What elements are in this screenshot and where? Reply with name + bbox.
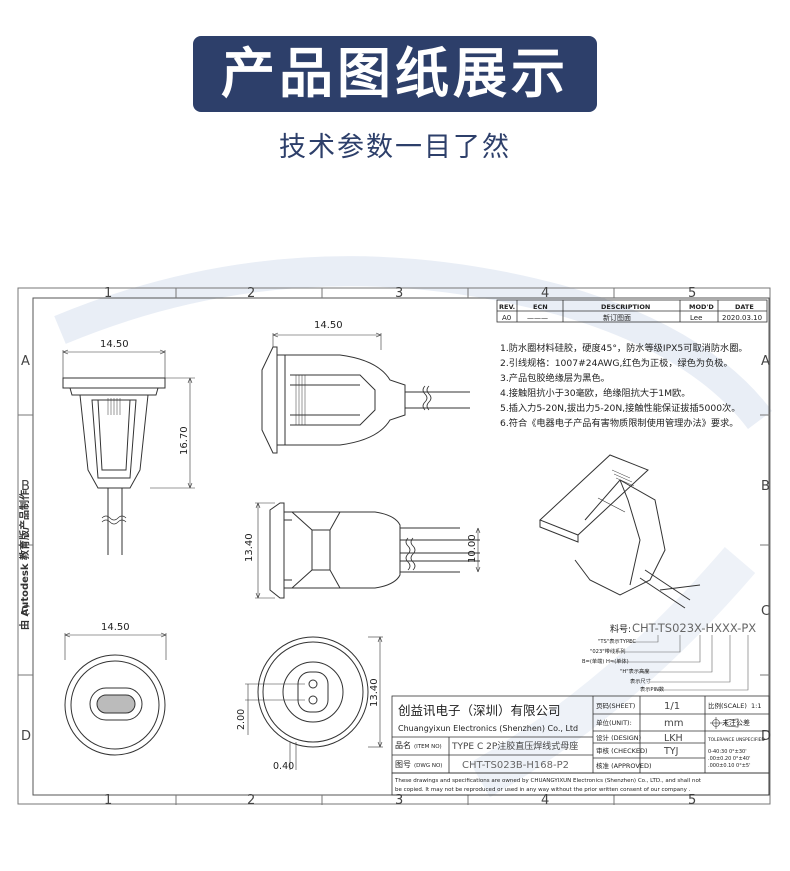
dim-front-height: 16.70: [179, 426, 190, 455]
zone-row-b-right: B: [761, 479, 770, 494]
zone-row-c: C: [21, 604, 30, 619]
zone-row-b: B: [21, 479, 30, 494]
unit-value: mm: [664, 718, 683, 729]
dim-mid-height: 13.40: [244, 533, 255, 562]
rev-cell-rev: A0: [502, 314, 511, 322]
revision-table: [496, 299, 768, 323]
dim-top-width: 14.50: [100, 339, 129, 350]
tolerance-title: 未注公差: [722, 718, 750, 727]
checked-label: 审核 (CHECKED): [596, 746, 648, 755]
unit-label: 单位(UNIT):: [596, 718, 632, 727]
bg-swoosh: [470, 546, 756, 798]
tolerance-subtitle: TOLERANCE UNSPECIFIED: [707, 737, 765, 743]
title-block: [391, 695, 770, 796]
pin-end-view: [245, 636, 383, 770]
scale-label: 比例(SCALE): [708, 701, 747, 710]
zone-col-1: 1: [104, 286, 112, 301]
zone-col-2: 2: [247, 286, 255, 301]
side-watermark-text: 由 Autodesk 教育版产品制作: [18, 490, 31, 630]
page-title: 产品图纸展示: [221, 42, 569, 105]
rev-header-modd: MOD'D: [689, 303, 714, 311]
partno-legend-2: "023"带线系列: [590, 647, 625, 655]
approved-label: 核准 (APPROVED): [596, 761, 652, 770]
sheet-label: 页码(SHEET): [596, 702, 635, 710]
item-label: 品名: [395, 740, 411, 750]
page-subtitle: 技术参数一目了然: [279, 132, 511, 163]
zone-col-1-bottom: 1: [104, 793, 112, 808]
projection-symbol-icon: [710, 717, 739, 729]
outer-frame: [17, 287, 771, 805]
front-view: [62, 349, 195, 555]
item-value: TYPE C 2P注胶直压焊线式母座: [451, 740, 578, 752]
zone-row-a: A: [21, 354, 30, 369]
rev-header-ecn: ECN: [533, 303, 548, 311]
note-5: 5.插入力5-20N,拔出力5-20N,接触性能保证拔插5000次。: [500, 402, 740, 414]
zone-col-4-bottom: 4: [541, 793, 549, 808]
tolerance-line-2: .00±0.20 0°±40': [708, 756, 750, 762]
inner-frame: [32, 297, 770, 796]
item-label-en: (ITEM NO): [414, 744, 442, 750]
zone-col-2-bottom: 2: [247, 793, 255, 808]
zone-col-5: 5: [688, 286, 696, 301]
note-3: 3.产品包胶绝缘层为黑色。: [500, 372, 610, 384]
partno-legend-1: "TS"表示TYPEC: [598, 637, 636, 645]
zone-ticks: [18, 288, 770, 805]
dim-side-width: 14.50: [314, 320, 343, 331]
tolerance-line-3: .000±0.10 0°±5': [708, 763, 750, 769]
footer-note-2: be copied. It may not be reproduced or u…: [395, 787, 691, 793]
zone-row-a-right: A: [761, 354, 770, 369]
top-view: [255, 502, 481, 599]
rev-cell-ecn: ———: [527, 314, 548, 322]
zone-col-3-bottom: 3: [395, 793, 403, 808]
zone-col-5-bottom: 5: [688, 793, 696, 808]
company-name-en: Chuangyixun Electronics (Shenzhen) Co., …: [398, 724, 578, 733]
note-2: 2.引线规格：1007#24AWG,红色为正极，绿色为负极。: [500, 357, 733, 369]
zone-row-c-right: C: [761, 604, 770, 619]
footer-note-1: These drawings and specifications are ow…: [394, 778, 702, 784]
partno-legend-6: 表示PIN数: [640, 685, 665, 693]
partno-value: CHT-TS023X-HXXX-PX: [632, 621, 756, 635]
zone-row-d: D: [21, 729, 31, 744]
dim-mid-right: 10.00: [467, 534, 478, 563]
notes-block: 1.防水圈材料硅胶，硬度45°，防水等级IPX5可取消防水圈。 2.引线规格：1…: [500, 342, 748, 429]
dwg-label-en: (DWG NO): [414, 763, 442, 769]
zone-row-d-right: D: [761, 729, 771, 744]
partno-legend-5: 表示尺寸: [630, 677, 651, 685]
dwg-value: CHT-TS023B-H168-P2: [462, 760, 569, 771]
scale-value: 1:1: [751, 702, 761, 710]
dim-bottom-width: 14.50: [101, 622, 130, 633]
note-4: 4.接触阻抗小于30毫欧，绝缘阻抗大于1M欧。: [500, 387, 690, 399]
rev-header-date: DATE: [735, 303, 754, 311]
partno-legend-3: B=(单端) H=(单体): [582, 657, 629, 665]
zone-col-3: 3: [395, 286, 403, 301]
note-6: 6.符合《电器电子产品有害物质限制使用管理办法》要求。: [500, 417, 738, 429]
page-title-banner: 产品图纸展示: [193, 36, 597, 112]
checked-value: TYJ: [663, 746, 678, 757]
end-view: [64, 632, 167, 756]
isometric-view: [539, 454, 701, 609]
sheet-value: 1/1: [664, 701, 680, 712]
note-1: 1.防水圈材料硅胶，硬度45°，防水等级IPX5可取消防水圈。: [500, 342, 748, 354]
company-name-cn: 创益讯电子（深圳）有限公司: [398, 703, 561, 718]
dim-pin-offset: 0.40: [273, 761, 294, 772]
dwg-label: 图号: [395, 760, 411, 769]
design-label: 设计 (DESIGN): [596, 733, 641, 742]
bg-swoosh: [54, 256, 772, 430]
side-view: [261, 332, 470, 454]
rev-cell-modd: Lee: [690, 314, 702, 322]
dim-bottom-height: 13.40: [369, 678, 380, 707]
design-value: LKH: [664, 733, 683, 744]
part-number-block: 料号: CHT-TS023X-HXXX-PX "TS"表示TYPEC "023"…: [582, 621, 756, 693]
rev-header-rev: REV.: [499, 303, 515, 311]
zone-col-4: 4: [541, 286, 549, 301]
partno-legend-4: "H"表示高度: [620, 667, 649, 675]
tolerance-line-1: 0-40:30 0°±30': [708, 749, 747, 755]
rev-header-desc: DESCRIPTION: [601, 303, 650, 311]
dim-pin-gap: 2.00: [236, 709, 247, 730]
rev-cell-desc: 新订图面: [603, 313, 631, 322]
partno-label: 料号:: [610, 623, 631, 635]
rev-cell-date: 2020.03.10: [722, 314, 762, 322]
